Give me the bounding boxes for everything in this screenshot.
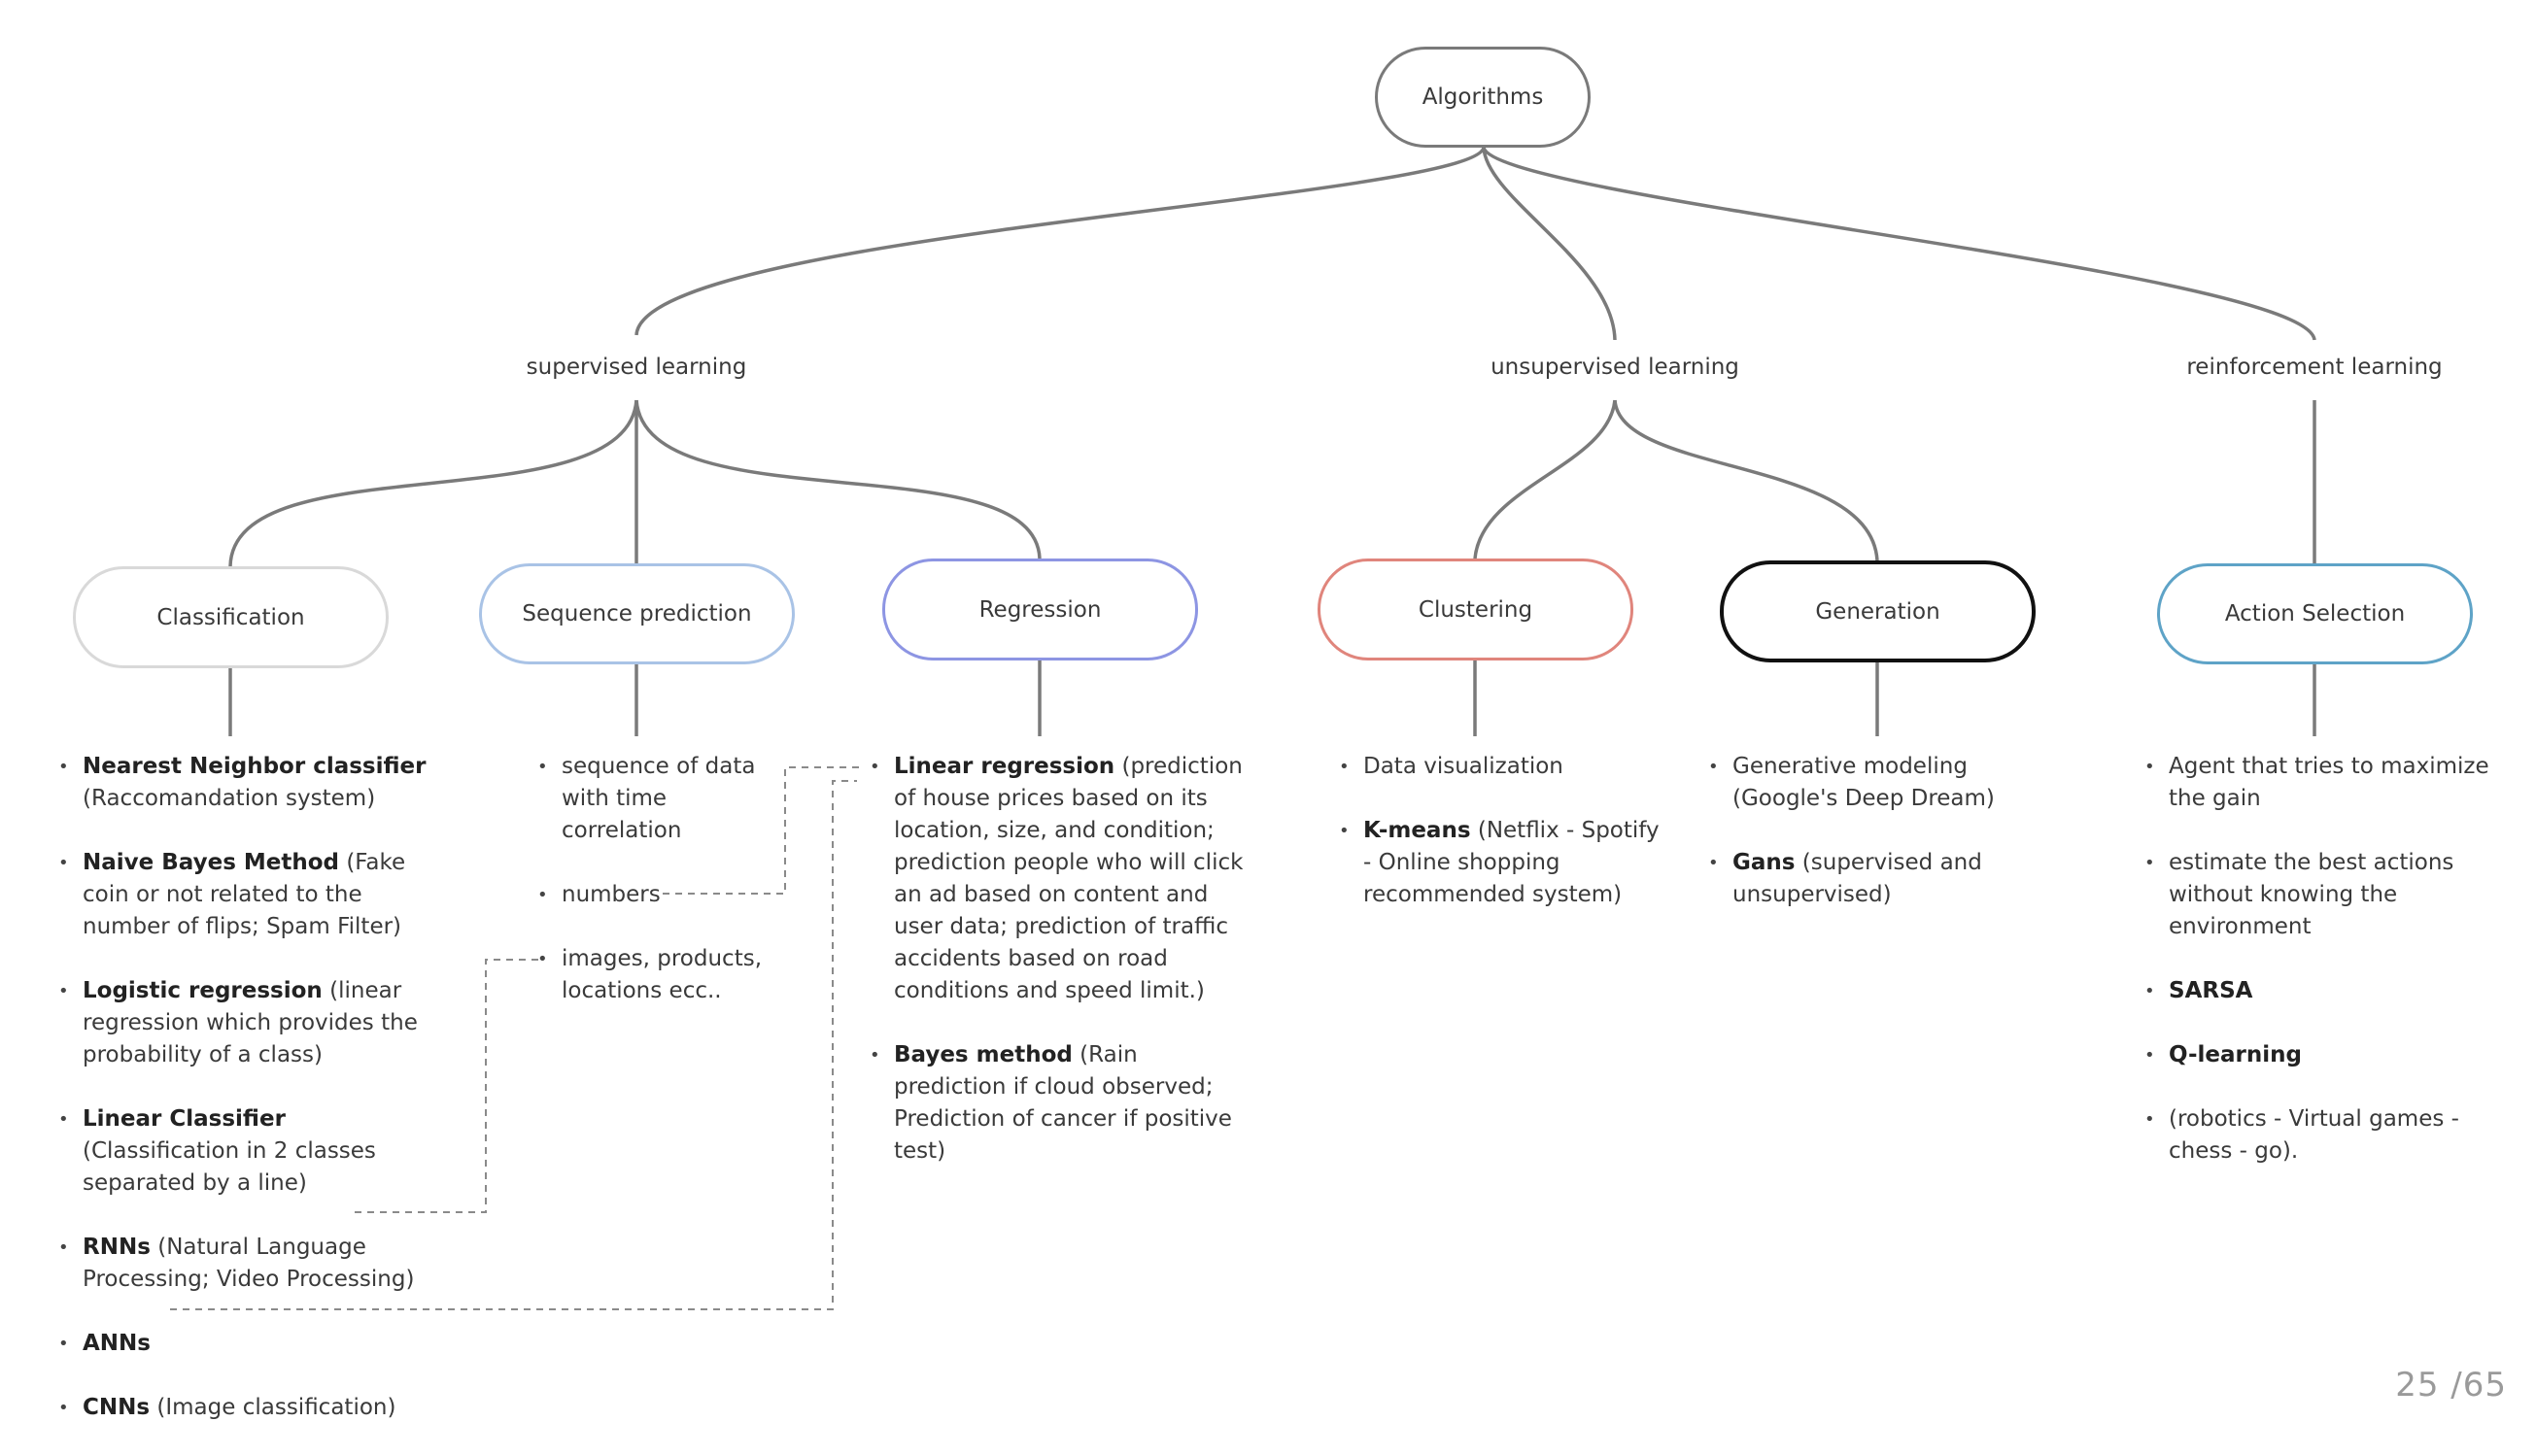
regression-node: Regression xyxy=(882,559,1198,660)
action-selection-node-label: Action Selection xyxy=(2224,601,2406,626)
list-item: Linear regression (prediction of house p… xyxy=(870,751,1244,1007)
classification-list: Nearest Neighbor classifier (Raccomandat… xyxy=(58,751,432,1456)
regression-node-label: Regression xyxy=(978,596,1102,623)
algorithms-root-node: Algorithms xyxy=(1375,47,1591,148)
generation-node: Generation xyxy=(1720,560,2036,662)
list-item: (robotics - Virtual games - chess - go). xyxy=(2144,1103,2519,1168)
list-item: Q-learning xyxy=(2144,1039,2519,1071)
list-item: Bayes method (Rain prediction if cloud o… xyxy=(870,1039,1244,1168)
list-item: Agent that tries to maximize the gain xyxy=(2144,751,2519,815)
list-item: CNNs (Image classification) xyxy=(58,1392,432,1424)
connector-lines xyxy=(170,147,2316,1310)
list-item: estimate the best actions without knowin… xyxy=(2144,847,2519,943)
generation-list: Generative modeling (Google's Deep Dream… xyxy=(1708,751,2068,943)
list-item: Logistic regression (linear regression w… xyxy=(58,975,432,1071)
clustering-node-label: Clustering xyxy=(1418,596,1533,623)
supervised-learning-label: supervised learning xyxy=(526,355,747,380)
classification-node-label: Classification xyxy=(156,604,305,630)
sequence-prediction-node: Sequence prediction xyxy=(479,563,795,664)
list-item: Linear Classifier (Classification in 2 c… xyxy=(58,1103,432,1200)
clustering-list: Data visualization K-means (Netflix - Sp… xyxy=(1339,751,1660,943)
list-item: images, products, locations ecc.. xyxy=(537,943,780,1007)
list-item: sequence of data with time correlation xyxy=(537,751,780,847)
classification-node: Classification xyxy=(73,566,389,668)
unsupervised-learning-label: unsupervised learning xyxy=(1491,355,1739,380)
list-item: Naive Bayes Method (Fake coin or not rel… xyxy=(58,847,432,943)
action-selection-list: Agent that tries to maximize the gain es… xyxy=(2144,751,2519,1200)
list-item: Generative modeling (Google's Deep Dream… xyxy=(1708,751,2068,815)
action-selection-node: Action Selection xyxy=(2157,563,2473,664)
list-item: numbers xyxy=(537,879,780,911)
list-item: K-means (Netflix - Spotify - Online shop… xyxy=(1339,815,1660,911)
list-item: RNNs (Natural Language Processing; Video… xyxy=(58,1232,432,1296)
regression-list: Linear regression (prediction of house p… xyxy=(870,751,1244,1200)
sequence-prediction-node-label: Sequence prediction xyxy=(522,601,752,626)
sequence-prediction-list: sequence of data with time correlation n… xyxy=(537,751,780,1039)
list-item: ANNs xyxy=(58,1328,432,1360)
list-item: SARSA xyxy=(2144,975,2519,1007)
list-item: Gans (supervised and unsupervised) xyxy=(1708,847,2068,911)
page-number: 25 /65 xyxy=(2395,1366,2507,1405)
generation-node-label: Generation xyxy=(1815,598,1940,625)
clustering-node: Clustering xyxy=(1318,559,1633,660)
list-item: Data visualization xyxy=(1339,751,1660,783)
list-item: Nearest Neighbor classifier (Raccomandat… xyxy=(58,751,432,815)
algorithms-root-label: Algorithms xyxy=(1422,85,1544,110)
reinforcement-learning-label: reinforcement learning xyxy=(2186,355,2443,380)
